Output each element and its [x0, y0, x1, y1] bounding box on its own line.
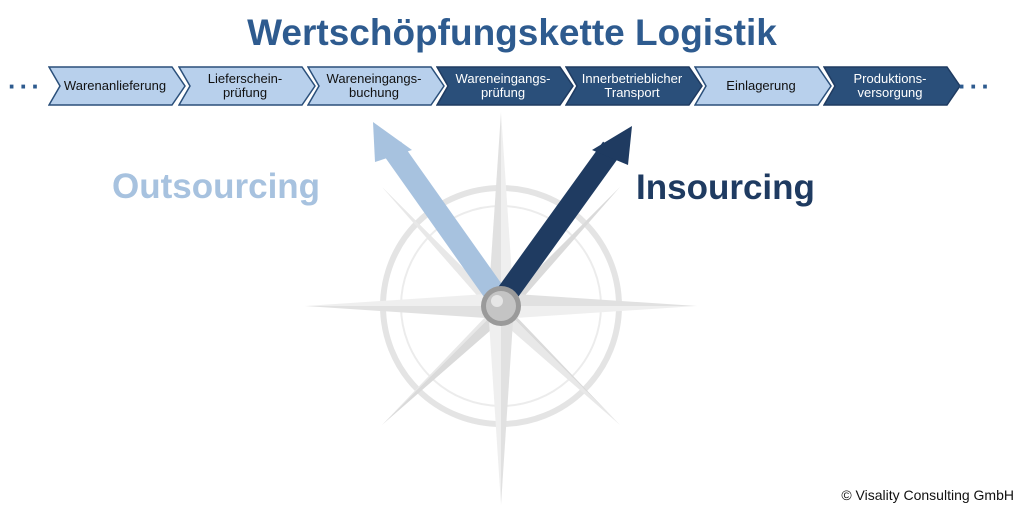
chain-step-label: Wareneingangs- buchung — [326, 71, 422, 100]
chain-step-label: Warenanlieferung — [63, 78, 167, 93]
trailing-ellipsis: ··· — [958, 71, 993, 101]
chain-step-label: Lieferschein- prüfung — [207, 71, 283, 100]
chain-step-label: Wareneingangs- prüfung — [455, 71, 551, 100]
chain-step-lieferscheinpruefung: Lieferschein- prüfung — [178, 66, 316, 106]
chain-step-label: Einlagerung — [726, 78, 796, 93]
page-title: Wertschöpfungskette Logistik — [247, 12, 777, 53]
outsourcing-label: Outsourcing — [112, 167, 321, 206]
copyright-notice: © Visality Consulting GmbH — [841, 487, 1014, 503]
leading-ellipsis: ··· — [8, 71, 43, 101]
chain-step-warenanlieferung: Warenanlieferung — [48, 66, 186, 106]
chain-step-wareneingangspruefung: Wareneingangs- prüfung — [436, 66, 574, 106]
value-chain: ··· Warenanlieferung Lieferschein- prüfu… — [0, 0, 1024, 120]
chain-step-label: Produktions- versorgung — [853, 71, 927, 100]
chain-step-einlagerung: Einlagerung — [694, 66, 832, 106]
insourcing-label: Insourcing — [636, 168, 815, 207]
chain-step-label: Innerbetrieblicher Transport — [581, 71, 683, 100]
chain-step-innerbetrieblicher-transport: Innerbetrieblicher Transport — [565, 66, 703, 106]
chain-step-produktionsversorgung: Produktions- versorgung — [823, 66, 961, 106]
chain-step-wareneingangsbuchung: Wareneingangs- buchung — [307, 66, 445, 106]
